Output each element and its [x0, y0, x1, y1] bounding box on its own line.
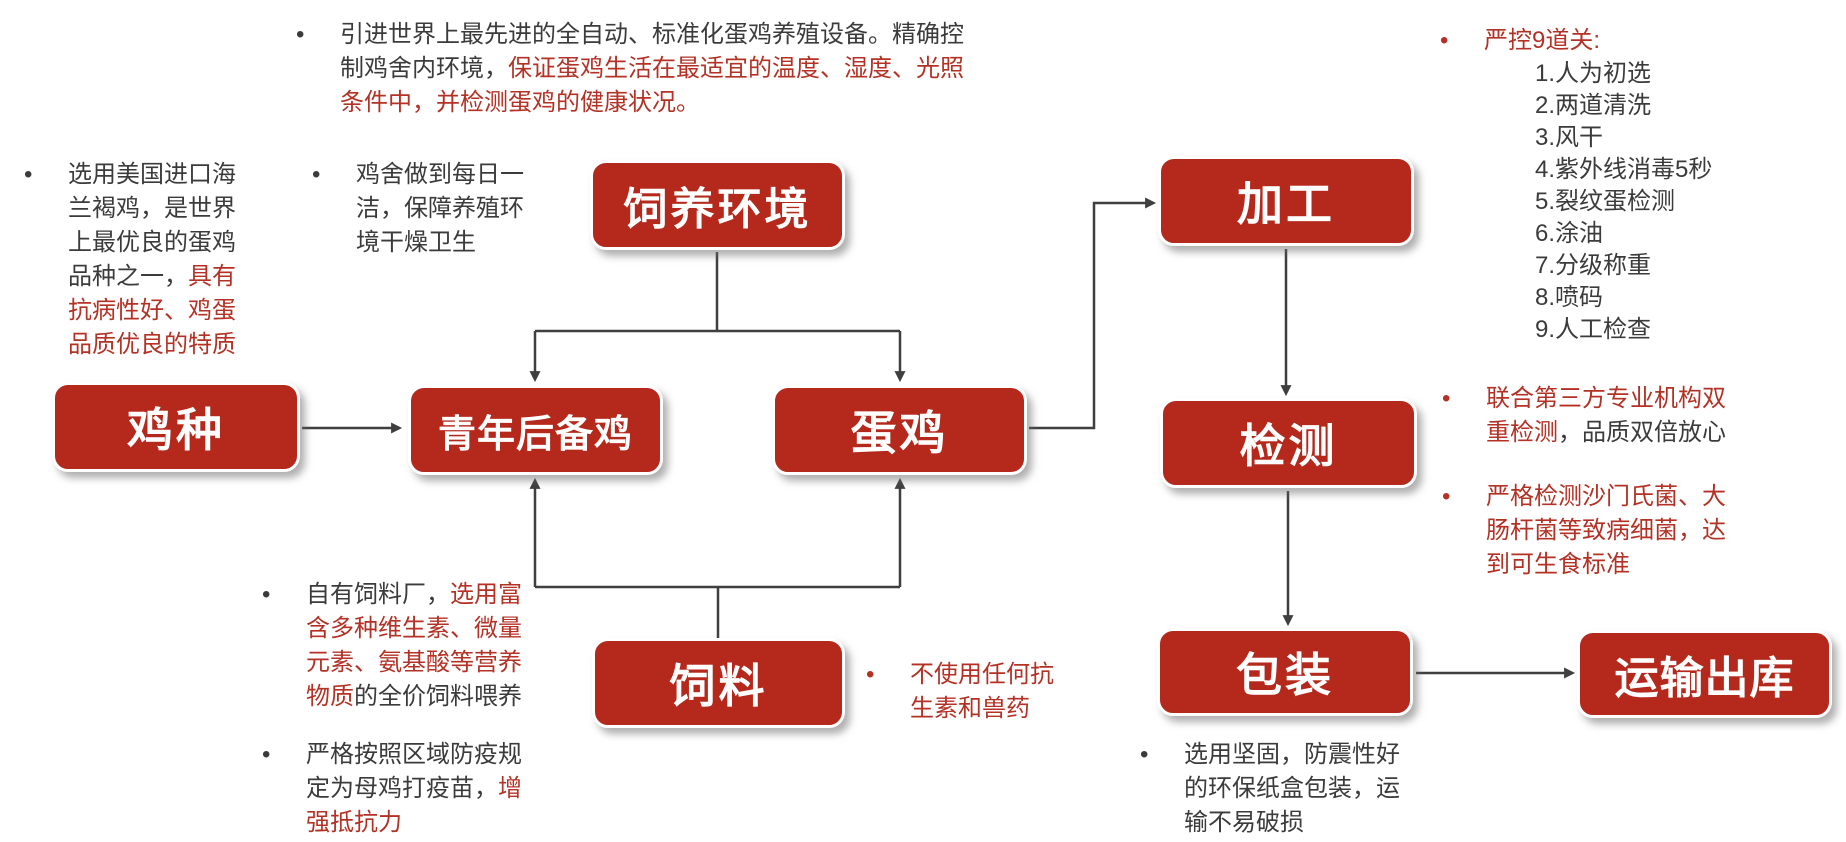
note-daily-clean-text: 鸡舍做到每日一 洁，保障养殖环 境干燥卫生 — [356, 158, 524, 260]
node-chicken-breed-label: 鸡种 — [127, 404, 225, 456]
note-segment: 鸡舍做到每日一 洁，保障养殖环 境干燥卫生 — [356, 161, 524, 256]
note-pathogen: • 严格检测沙门氏菌、大 肠杆菌等致病细菌，达 到可生食标准 — [1442, 480, 1772, 582]
node-packaging: 包装 — [1157, 628, 1413, 716]
note-segment: 自有饲料厂， — [306, 581, 450, 608]
note-segment: 的全价饲料喂养 — [354, 683, 522, 710]
note-equipment: • 引进世界上最先进的全自动、标准化蛋鸡养殖设备。精确控 制鸡舍内环境，保证蛋鸡… — [296, 18, 1016, 120]
node-young-reserve-chicken-label: 青年后备鸡 — [437, 413, 633, 456]
bullet-icon: • — [312, 161, 321, 188]
node-shipping-label: 运输出库 — [1614, 654, 1795, 703]
note-equipment-text: 引进世界上最先进的全自动、标准化蛋鸡养殖设备。精确控 制鸡舍内环境，保证蛋鸡生活… — [340, 18, 964, 120]
nine-checks-heading: 严控9道关: — [1484, 27, 1601, 54]
node-breeding-environment: 饲养环境 — [590, 160, 845, 250]
nine-checks-list: 1.人为初选 2.两道清洗 3.风干 4.紫外线消毒5秒 5.裂纹蛋检测 6.涂… — [1535, 60, 1713, 343]
note-breed-text: 选用美国进口海 兰褐鸡，是世界 上最优良的蛋鸡 品种之一，具有 抗病性好、鸡蛋 … — [68, 158, 236, 362]
note-segment: 不使用任何抗 生素和兽药 — [910, 661, 1054, 722]
node-laying-hen-label: 蛋鸡 — [850, 407, 949, 459]
note-feed-factory: • 自有饲料厂，选用富 含多种维生素、微量 元素、氨基酸等营养 物质的全价饲料喂… — [262, 578, 562, 714]
note-no-antibiotics-text: 不使用任何抗 生素和兽药 — [910, 658, 1054, 726]
note-breed: • 选用美国进口海 兰褐鸡，是世界 上最优良的蛋鸡 品种之一，具有 抗病性好、鸡… — [24, 158, 264, 362]
node-packaging-label: 包装 — [1236, 649, 1334, 701]
node-testing-label: 检测 — [1239, 420, 1338, 472]
note-daily-clean: • 鸡舍做到每日一 洁，保障养殖环 境干燥卫生 — [312, 158, 552, 260]
note-feed-factory-text: 自有饲料厂，选用富 含多种维生素、微量 元素、氨基酸等营养 物质的全价饲料喂养 — [306, 578, 522, 714]
note-segment: 严格按照区域防疫规 定为母鸡打疫苗， — [306, 741, 522, 802]
node-processing: 加工 — [1158, 156, 1414, 246]
note-third-party: • 联合第三方专业机构双 重检测，品质双倍放心 — [1442, 382, 1772, 450]
node-laying-hen: 蛋鸡 — [772, 385, 1027, 475]
bullet-icon: • — [866, 661, 875, 688]
bullet-icon: • — [1140, 741, 1149, 768]
node-young-reserve-chicken: 青年后备鸡 — [408, 385, 663, 475]
note-segment: 具有 抗病性好、鸡蛋 品质优良的特质 — [68, 263, 236, 358]
note-segment: ，品质双倍放心 — [1558, 419, 1726, 446]
bullet-icon: • — [1442, 385, 1451, 412]
bullet-icon: • — [262, 741, 271, 768]
bullet-icon: • — [1440, 27, 1449, 54]
bullet-icon: • — [1442, 483, 1451, 510]
note-segment: 增 强抵抗力 — [306, 775, 522, 836]
node-breeding-environment-label: 饲养环境 — [623, 185, 812, 234]
bullet-icon: • — [262, 581, 271, 608]
note-segment: 引进世界上最先进的全自动、标准化蛋鸡养殖设备。精确控 制鸡舍内环境， — [340, 21, 964, 82]
note-nine-checks-text: 严控9道关: 1.人为初选 2.两道清洗 3.风干 4.紫外线消毒5秒 5.裂纹蛋… — [1484, 24, 1712, 346]
note-nine-checks: • 严控9道关: 1.人为初选 2.两道清洗 3.风干 4.紫外线消毒5秒 5.裂… — [1440, 24, 1760, 346]
node-shipping: 运输出库 — [1577, 630, 1832, 718]
note-third-party-text: 联合第三方专业机构双 重检测，品质双倍放心 — [1486, 382, 1726, 450]
note-segment: 联合第三方专业机构双 重检测 — [1486, 385, 1726, 446]
note-pathogen-text: 严格检测沙门氏菌、大 肠杆菌等致病细菌，达 到可生食标准 — [1486, 480, 1726, 582]
node-processing-label: 加工 — [1237, 178, 1335, 230]
note-packaging-text: 选用坚固，防震性好 的环保纸盒包装，运 输不易破损 — [1184, 738, 1400, 840]
node-feed-label: 饲料 — [669, 660, 768, 712]
node-testing: 检测 — [1160, 398, 1417, 488]
arrow-hen-to-processing — [1029, 197, 1157, 430]
bullet-icon: • — [296, 21, 305, 48]
bullet-icon: • — [24, 161, 33, 188]
note-segment: 选用美国进口海 兰褐鸡，是世界 上最优良的蛋鸡 品种之一， — [68, 161, 236, 290]
note-segment: 选用富 含多种维生素、微量 元素、氨基酸等营养 物质 — [306, 581, 522, 710]
note-packaging: • 选用坚固，防震性好 的环保纸盒包装，运 输不易破损 — [1140, 738, 1450, 840]
note-segment: 严格检测沙门氏菌、大 肠杆菌等致病细菌，达 到可生食标准 — [1486, 483, 1726, 578]
note-vaccine: • 严格按照区域防疫规 定为母鸡打疫苗，增 强抵抗力 — [262, 738, 562, 840]
note-vaccine-text: 严格按照区域防疫规 定为母鸡打疫苗，增 强抵抗力 — [306, 738, 522, 840]
note-no-antibiotics: • 不使用任何抗 生素和兽药 — [866, 658, 1106, 726]
note-segment: 保证蛋鸡生活在最适宜的温度、湿度、光照 条件中，并检测蛋鸡的健康状况。 — [340, 55, 964, 116]
node-chicken-breed: 鸡种 — [52, 382, 300, 472]
note-segment: 选用坚固，防震性好 的环保纸盒包装，运 输不易破损 — [1184, 741, 1400, 836]
node-feed: 饲料 — [592, 638, 845, 728]
